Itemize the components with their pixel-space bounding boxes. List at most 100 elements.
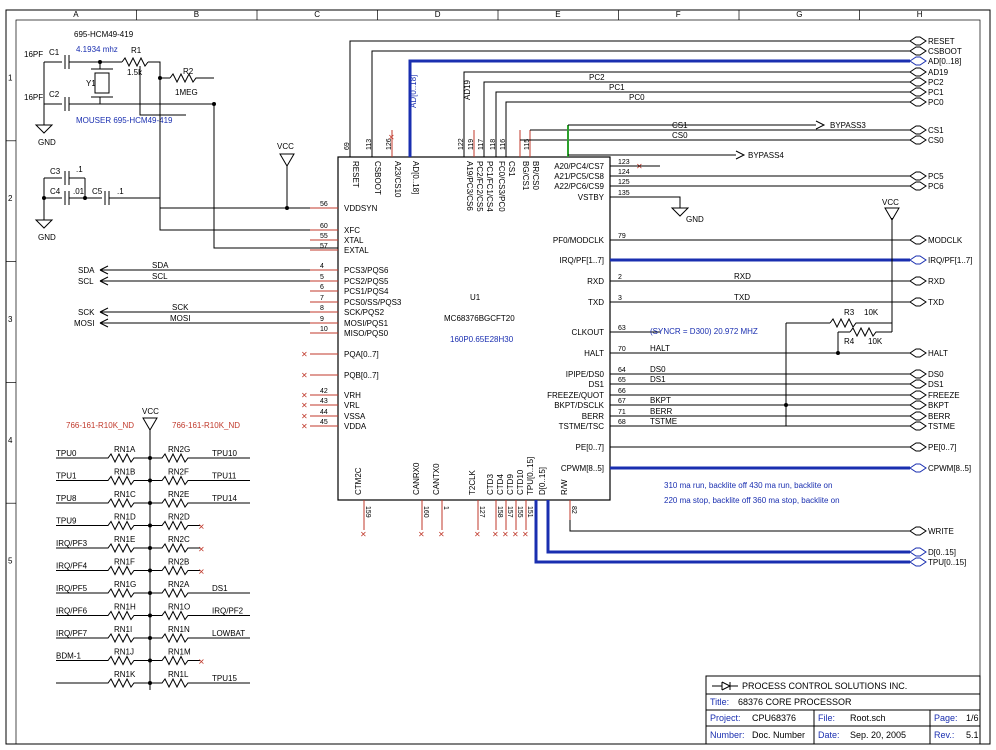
u1-bottom-pin-num: 158: [496, 506, 503, 518]
u1-bottom-pin-num: 160: [422, 506, 429, 518]
grid-col-label: E: [555, 10, 560, 19]
u1-left-pin-num: 57: [320, 243, 328, 250]
gnd-symbol: [34, 219, 54, 229]
osc-freq-label: 4.1934 mhz: [76, 45, 118, 54]
u1-package: 160P0.65E28H30: [450, 335, 514, 344]
grid-col-label: D: [435, 10, 441, 19]
offsheet-port-icon: [909, 67, 927, 77]
rnet-right-ref: RN2F: [168, 468, 189, 477]
rnet-left-ref: RN1C: [114, 490, 136, 499]
offsheet-port-icon: [909, 411, 927, 421]
u1-top-pin-num: 126: [386, 138, 393, 150]
net-rxd-label: RXD: [734, 272, 751, 281]
port-sda-label: SDA: [78, 266, 95, 275]
no-connect-icon: ✕: [301, 350, 308, 359]
u1-top-pin-name: RESET: [351, 161, 360, 188]
u1-top-pin-num: 117: [478, 139, 485, 150]
no-connect-icon: ✕: [301, 371, 308, 380]
rnet-left-resistor: [56, 520, 150, 531]
u1-left-pin-num: 4: [320, 263, 324, 270]
mouser-label: MOUSER 695-HCM49-419: [76, 116, 173, 125]
u1-right-pin-name: CLKOUT: [572, 328, 605, 337]
grid-col-label: F: [676, 10, 681, 19]
u1-left-pin-name: VRH: [344, 391, 361, 400]
right-ports: RESETCSBOOTAD[0..18]AD19PC2PC1PC0CS1CS0P…: [909, 36, 972, 567]
gnd-symbol: [670, 207, 690, 217]
rnet-right-resistor: [150, 542, 200, 554]
u1-top-pin-name: AD[0..18]: [411, 161, 420, 194]
rnet-left-net: IRQ/PF7: [56, 629, 88, 638]
offsheet-port-icon: [909, 348, 927, 358]
rnet-left-net: TPU1: [56, 472, 77, 481]
c1-value: 16PF: [24, 50, 43, 59]
page-label: Page:: [934, 713, 958, 723]
port-label: CPWM[8..5]: [928, 464, 971, 473]
port-label: DS0: [928, 370, 944, 379]
r2-symbol: [169, 72, 214, 84]
port-label: PC6: [928, 182, 944, 191]
u1-part: MC68376BGCFT20: [444, 314, 515, 323]
c1-ref: C1: [49, 48, 60, 57]
u1-bottom-pin-name: CANTX0: [432, 463, 441, 495]
port-label: WRITE: [928, 527, 954, 536]
u1-left-pin-num: 55: [320, 233, 328, 240]
junction-dot: [148, 456, 152, 460]
top-wiring: AD[0..18] AD19 PC2 PC1 PC0 CS1 CS0 BYPAS…: [349, 40, 910, 160]
rnet-left-resistor: [56, 452, 150, 464]
r3-value: 10K: [864, 308, 879, 317]
port-label: PE[0..7]: [928, 443, 956, 452]
u1-top-pin-name: FC0/CS3/PC0: [497, 161, 506, 212]
c4-ref: C4: [50, 187, 61, 196]
grid-col-label: A: [73, 10, 79, 19]
c3-value: .1: [76, 165, 83, 174]
u1-top-pin-num: 116: [500, 139, 507, 150]
offsheet-port-icon: [909, 369, 927, 379]
left-ports: SDA SCL SCK MOSI SDA SCL SCK MOSI: [74, 261, 338, 328]
rnet-left-ref: RN1H: [114, 603, 136, 612]
rnet-right-ref: RN2A: [168, 580, 190, 589]
port-label: AD[0..18]: [928, 57, 961, 66]
number-label: Number:: [710, 730, 745, 740]
rev-label: Rev.:: [934, 730, 954, 740]
run-current-note: 310 ma run, backlite off 430 ma run, bac…: [664, 481, 832, 490]
junction-dot: [148, 658, 152, 663]
bottom-wiring: [534, 500, 910, 564]
u1-left-pin-name: XTAL: [344, 236, 364, 245]
offsheet-port-icon: [909, 463, 927, 473]
offsheet-port-icon: [909, 135, 927, 145]
company-logo-icon: [712, 681, 738, 691]
u1-right-pin-name: IRQ/PF[1..7]: [560, 256, 604, 265]
r1-ref: R1: [131, 46, 142, 55]
u1-right-pin-name: FREEZE/QUOT: [547, 391, 604, 400]
c5-value: .1: [117, 187, 124, 196]
no-connect-icon: ✕: [198, 545, 205, 554]
u1-right-pin-num: 79: [618, 233, 626, 240]
u1-bottom-pin-num: 155: [516, 506, 523, 518]
no-connect-icon: ✕: [301, 412, 308, 421]
date-label: Date:: [818, 730, 840, 740]
rnet-right-net: DS1: [212, 584, 228, 593]
rnet-right-net: TPU15: [212, 674, 237, 683]
u1-top-pin-name: A19/PC3/CS6: [465, 161, 474, 211]
u1-left-pin-num: 7: [320, 295, 324, 302]
port-label: CSBOOT: [928, 47, 962, 56]
port-label: PC1: [928, 88, 944, 97]
u1-left-pin-num: 56: [320, 201, 328, 208]
junction-dot: [148, 591, 152, 595]
u1-left-pin-name: PQA[0..7]: [344, 350, 379, 359]
u1-bottom-pin-name: CTD4: [496, 474, 505, 495]
port-scl-label: SCL: [78, 277, 94, 286]
u1-bottom-pin-name: CTD3: [486, 474, 495, 495]
u1-left-pin-num: 5: [320, 274, 324, 281]
u1-bottom-pin-name: T2CLK: [468, 469, 477, 495]
rnet-right-ref: RN2E: [168, 490, 189, 499]
u1-right-pin-name: DS1: [588, 380, 604, 389]
port-label: MODCLK: [928, 236, 963, 245]
rnet-right-ref: RN1O: [168, 603, 190, 612]
u1-top-pin-name: BG/CS1: [521, 161, 530, 191]
date-value: Sep. 20, 2005: [850, 730, 906, 740]
title-value: 68376 CORE PROCESSOR: [738, 697, 852, 707]
rnet-left-ref: RN1K: [114, 670, 136, 679]
port-label: BKPT: [928, 401, 949, 410]
